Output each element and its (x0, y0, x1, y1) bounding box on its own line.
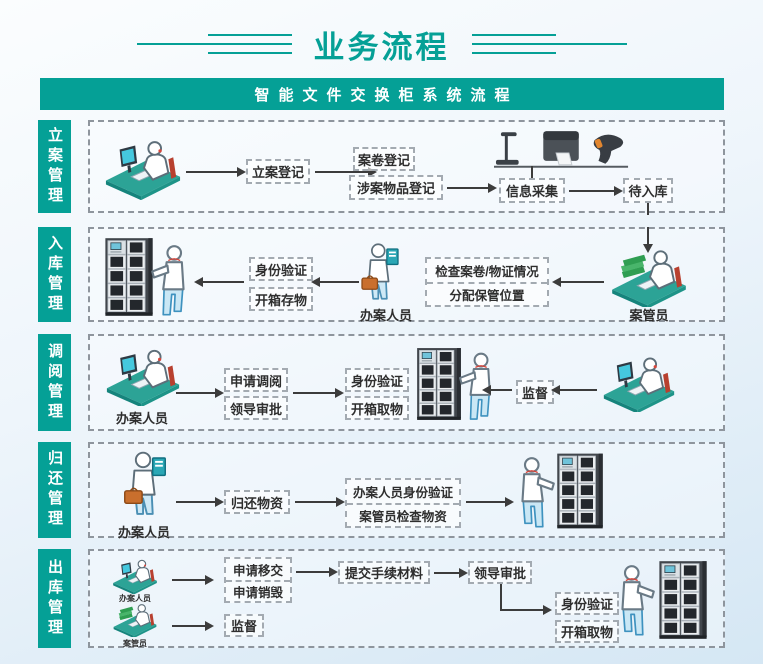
flow-arrow (447, 183, 497, 193)
flow-arrow (194, 277, 244, 287)
role-label-handler: 办案人员 (115, 411, 168, 426)
node-leader-approve: 领导审批 (468, 561, 532, 584)
page-title: 业务流程 (313, 29, 450, 65)
row-tab-storage: 入库管理 (38, 227, 71, 322)
person-with-box-icon (118, 450, 172, 520)
node-info-collect: 信息采集 (499, 178, 565, 203)
cabinet-icon (656, 554, 710, 646)
title-decoration-left (136, 34, 292, 54)
role-label-manager: 案管员 (629, 308, 669, 323)
flow-arrow (482, 385, 512, 395)
role-label-handler: 办案人员 (359, 308, 412, 323)
node-supervise: 监督 (224, 614, 264, 637)
node-leader-approve: 领导审批 (224, 396, 288, 420)
flow-arrow (315, 167, 377, 177)
node-manager-check: 案管员检查物资 (347, 503, 459, 526)
person-reach-icon (514, 454, 558, 530)
flow-connector-down (643, 227, 653, 253)
flow-connector (531, 166, 533, 178)
cabinet-icon (554, 448, 606, 534)
row-tab-return: 归还管理 (38, 442, 71, 538)
flow-connector (500, 584, 502, 610)
capture-devices-icon (494, 126, 632, 172)
node-filing-register: 立案登记 (246, 159, 310, 184)
person-reach-icon (614, 559, 658, 641)
node-handler-verify: 办案人员身份验证 (352, 486, 453, 500)
officer-desk-icon (105, 344, 181, 406)
node-apply-destroy: 申请销毁 (226, 580, 290, 601)
row-canvas-retrieval: 办案人员 申请调阅 领导审批 身份验证 开箱取物 监督 (88, 334, 725, 431)
node-group-check-assign: 检查案卷/物证情况 分配保管位置 (425, 257, 549, 307)
person-reach-icon (456, 348, 498, 424)
flow-arrow (296, 567, 338, 577)
flow-arrow (176, 388, 224, 398)
officer-desk-icon (104, 134, 182, 200)
row-tab-outbound: 出库管理 (38, 549, 71, 648)
row-canvas-filing: 立案登记 案卷登记 涉案物品登记 信息采集 待入库 (88, 120, 725, 215)
flow-arrow (434, 568, 468, 578)
row-canvas-storage: 身份验证 开箱存物 办案人员 检查案卷/物证情况 分配保管位置 案管员 (88, 227, 725, 323)
node-submit-materials: 提交手续材料 (338, 561, 430, 584)
node-identity-verify: 身份验证 (345, 368, 409, 392)
node-open-take: 开箱取物 (345, 396, 409, 420)
row-tab-filing: 立案管理 (38, 120, 71, 213)
flow-arrow (569, 186, 623, 196)
node-group-return-check: 办案人员身份验证 案管员检查物资 (345, 478, 461, 528)
flow-arrow (172, 621, 214, 631)
flow-arrow (466, 497, 514, 507)
role-label-manager: 案管员 (123, 639, 147, 648)
node-open-take: 开箱取物 (555, 620, 619, 643)
flow-arrow (551, 385, 597, 395)
node-pending-storage: 待入库 (623, 178, 673, 203)
flow-arrow (172, 575, 214, 585)
flow-connector (647, 203, 649, 215)
node-apply-retrieval: 申请调阅 (224, 368, 288, 392)
officer-desk-icon (112, 556, 158, 594)
node-supervise: 监督 (516, 380, 554, 404)
manager-desk-icon (610, 245, 688, 307)
row-canvas-return: 办案人员 归还物资 办案人员身份验证 案管员检查物资 (88, 442, 725, 540)
person-reach-icon (148, 243, 192, 317)
flow-arrow (295, 497, 345, 507)
flow-arrow-elbow (500, 605, 552, 615)
row-canvas-outbound: 办案人员 申请移交 申请销毁 提交手续材料 领导审批 身份验证 开箱取物 案管员… (88, 549, 725, 648)
node-return-goods: 归还物资 (224, 490, 290, 514)
node-assign-position: 分配保管位置 (427, 282, 547, 305)
node-open-store: 开箱存物 (249, 287, 313, 311)
section-banner: 智能文件交换柜系统流程 (40, 78, 724, 110)
row-tab-retrieval: 调阅管理 (38, 334, 71, 431)
node-item-register: 涉案物品登记 (349, 175, 443, 200)
flow-arrow (293, 388, 344, 398)
node-check-evidence: 检查案卷/物证情况 (435, 265, 539, 279)
node-identity-verify: 身份验证 (249, 257, 313, 281)
title-decoration-right (471, 34, 627, 54)
page-header: 业务流程 (0, 16, 763, 72)
flow-arrow (176, 497, 224, 507)
manager-desk-icon (112, 601, 158, 637)
flow-arrow (552, 277, 604, 287)
officer-desk-icon (602, 352, 676, 412)
flow-arrow (311, 277, 359, 287)
node-identity-verify: 身份验证 (555, 592, 619, 615)
node-case-register: 案卷登记 (353, 147, 415, 171)
role-label-handler: 办案人员 (117, 525, 170, 540)
flow-arrow (186, 167, 246, 177)
node-apply-transfer: 申请移交 (232, 564, 283, 578)
node-group-transfer-destroy: 申请移交 申请销毁 (224, 557, 292, 603)
role-label-handler: 办案人员 (119, 594, 151, 603)
person-with-box-icon (356, 241, 404, 305)
